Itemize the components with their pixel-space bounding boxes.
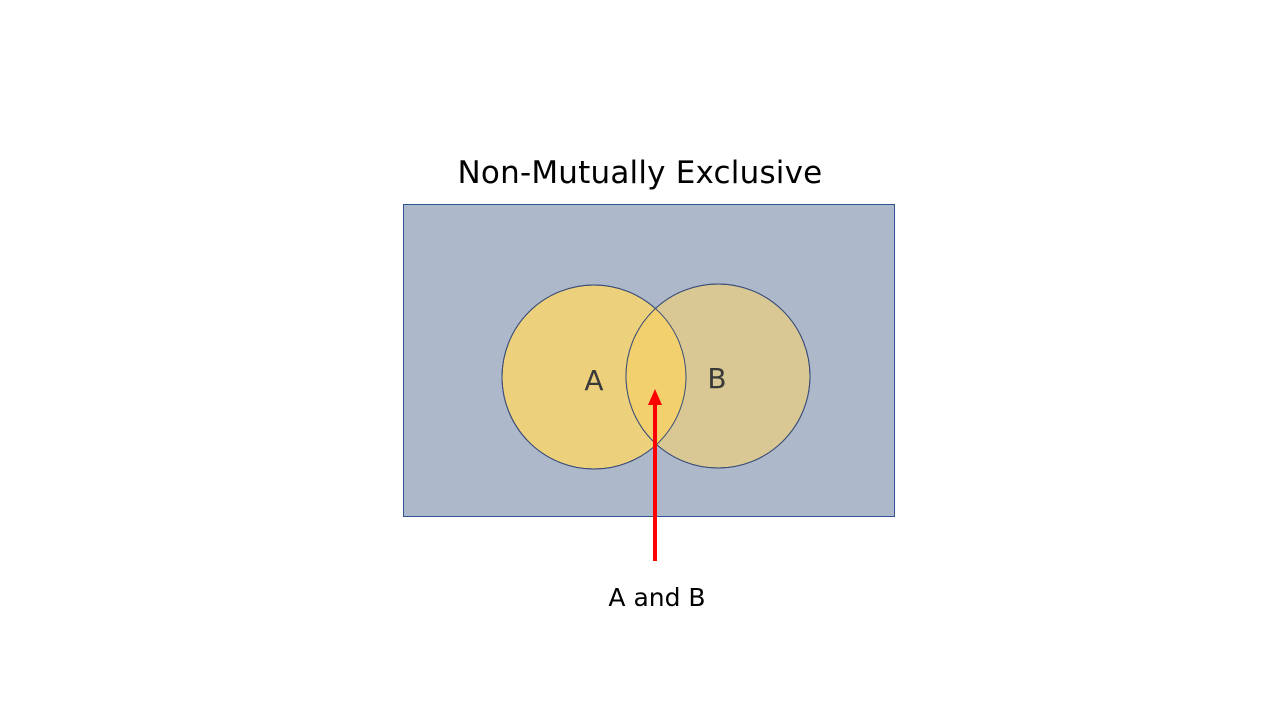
callout-arrowhead	[648, 389, 662, 405]
set-b-label: B	[707, 362, 726, 395]
set-a-label: A	[584, 364, 603, 397]
intersection-region	[626, 285, 686, 468]
set-b-outline	[625, 283, 811, 469]
callout-label: A and B	[608, 583, 705, 612]
set-a-outline	[501, 284, 687, 470]
diagram-title: Non-Mutually Exclusive	[457, 155, 823, 191]
